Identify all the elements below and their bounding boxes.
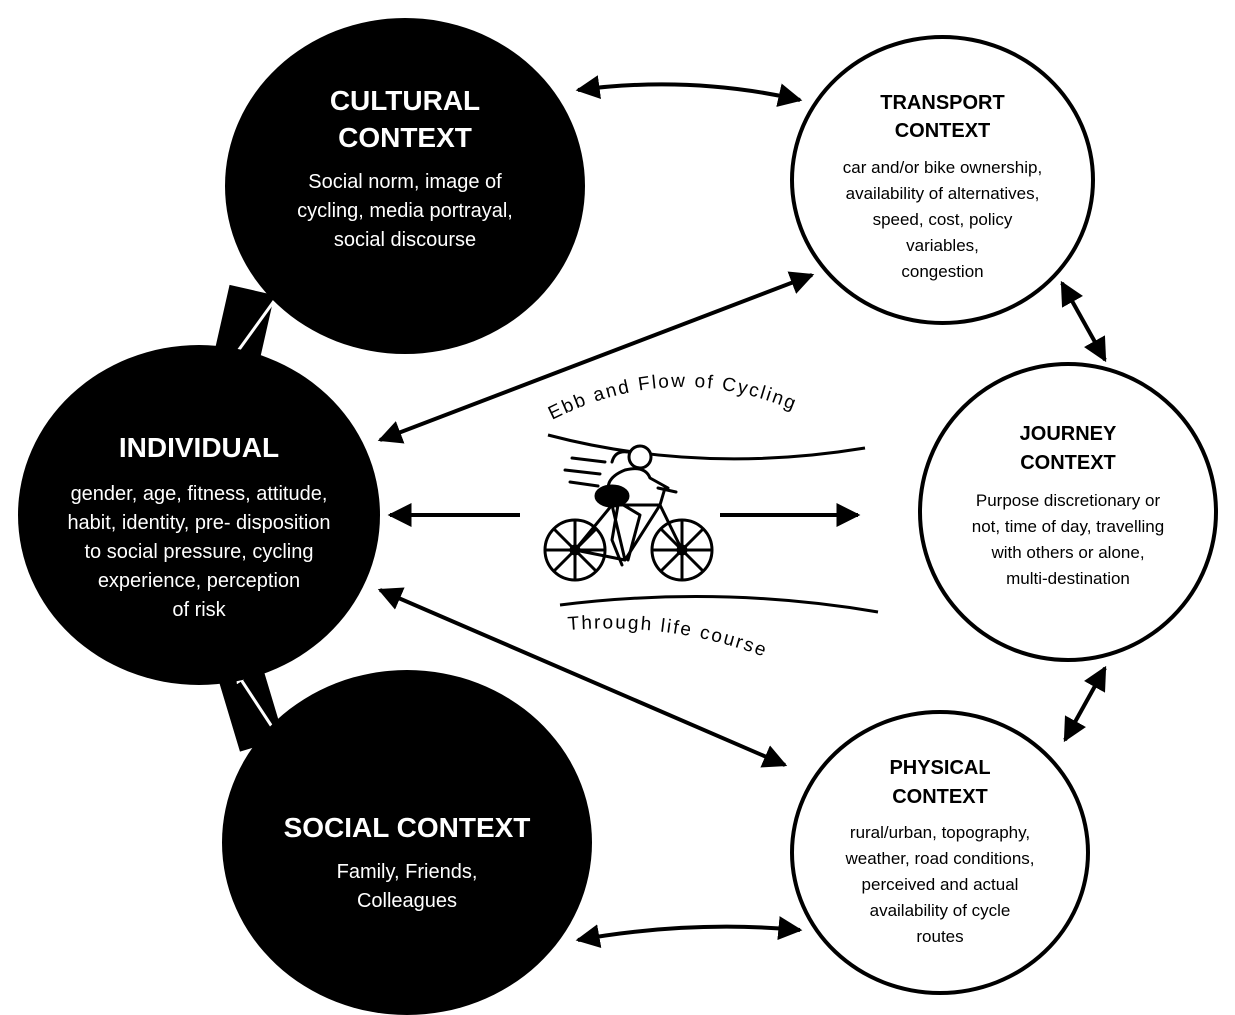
social-context-title: SOCIAL CONTEXT — [283, 812, 531, 843]
social-context-node: SOCIAL CONTEXT Family, Friends, Colleagu… — [222, 670, 592, 1015]
individual-physical-arrow — [377, 587, 788, 768]
cyclist-icon — [543, 444, 714, 582]
center-bottom-wave — [559, 595, 879, 614]
social-context-desc: Family, Friends, Colleagues — [336, 861, 478, 912]
center-top-wave — [547, 433, 866, 461]
cultural-context-node: CULTURAL CONTEXT Social norm, image of c… — [225, 18, 585, 354]
individual-node: INDIVIDUAL gender, age, fitness, attitud… — [18, 345, 380, 685]
transport-context-node: TRANSPORT CONTEXT car and/or bike owners… — [790, 35, 1095, 325]
journey-physical-arrow — [1063, 665, 1107, 743]
transport-context-title: TRANSPORT CONTEXT — [880, 92, 1005, 142]
physical-context-desc: rural/urban, topography, weather, road c… — [845, 823, 1035, 946]
life-course-caption: Through life course — [567, 612, 771, 662]
cultural-context-desc: Social norm, image of cycling, media por… — [297, 171, 513, 251]
physical-context-node: PHYSICAL CONTEXT rural/urban, topography… — [790, 710, 1090, 995]
transport-context-desc: car and/or bike ownership, availability … — [842, 158, 1043, 281]
physical-context-title: PHYSICAL CONTEXT — [889, 757, 991, 808]
transport-journey-arrow — [1060, 280, 1107, 363]
cultural-context-title: CULTURAL CONTEXT — [329, 85, 481, 153]
ebb-flow-caption: Ebb and Flow of Cycling — [545, 371, 800, 425]
journey-context-title: JOURNEY CONTEXT — [1019, 423, 1117, 474]
individual-transport-arrow — [377, 271, 815, 444]
individual-title: INDIVIDUAL — [118, 432, 280, 463]
social-physical-arrow — [575, 916, 803, 949]
journey-context-node: JOURNEY CONTEXT Purpose discretionary or… — [918, 362, 1218, 662]
cultural-transport-arrow — [575, 75, 803, 107]
journey-context-desc: Purpose discretionary or not, time of da… — [971, 491, 1165, 588]
individual-desc: gender, age, fitness, attitude, habit, i… — [67, 483, 331, 621]
